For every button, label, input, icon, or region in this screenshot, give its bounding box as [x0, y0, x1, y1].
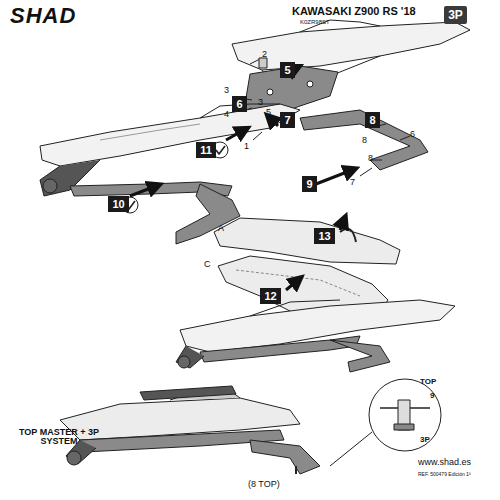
- step-number: 10: [108, 198, 129, 210]
- step-number: 13: [314, 230, 335, 242]
- callout-number: 3: [224, 86, 229, 95]
- system-badge: 3P: [444, 6, 467, 24]
- callout-number: 2: [262, 50, 267, 59]
- step-number: 8: [365, 114, 380, 126]
- callout-number: 8: [362, 136, 367, 145]
- callout-number: 1: [244, 142, 249, 151]
- step-number: 9: [302, 178, 317, 190]
- note-text: C: [204, 260, 211, 269]
- note-text: TOP: [420, 378, 436, 386]
- callout-number: 7: [350, 178, 355, 187]
- note-text: (8 TOP): [248, 480, 280, 489]
- step-box: 13: [314, 228, 335, 244]
- callout-number: 9: [430, 392, 434, 400]
- note-text: K0ZR98ST: [300, 19, 330, 25]
- step-number: 11: [196, 144, 216, 156]
- step-box: 10: [108, 196, 129, 212]
- step-box: 11: [196, 142, 216, 158]
- step-box: 7: [280, 112, 295, 128]
- model-title: KAWASAKI Z900 RS '18: [292, 6, 416, 18]
- callout-number: 3: [258, 98, 263, 107]
- step-box: 6: [232, 96, 247, 112]
- step-number: 7: [280, 114, 295, 126]
- step-box: 12: [260, 288, 281, 304]
- callout-number: 8: [368, 154, 373, 163]
- callout-number: 5: [266, 108, 271, 117]
- brand-logo: SHAD: [10, 4, 76, 27]
- note-text: 3P: [420, 436, 430, 444]
- step-box: 8: [365, 112, 380, 128]
- callout-number: 6: [410, 130, 415, 139]
- note-text: TOP MASTER + 3P SYSTEM: [14, 428, 104, 447]
- note-text: A: [218, 224, 224, 233]
- note-text: www.shad.es: [418, 458, 471, 467]
- callout-number: 4: [224, 110, 229, 119]
- step-number: 12: [260, 290, 281, 302]
- step-number: 6: [232, 98, 247, 110]
- step-number: 3P: [444, 8, 467, 22]
- step-box: 9: [302, 176, 317, 192]
- step-number: 5: [280, 64, 295, 76]
- note-text: REF. 500479 Edición 1ª: [418, 472, 471, 477]
- step-box: 5: [280, 62, 295, 78]
